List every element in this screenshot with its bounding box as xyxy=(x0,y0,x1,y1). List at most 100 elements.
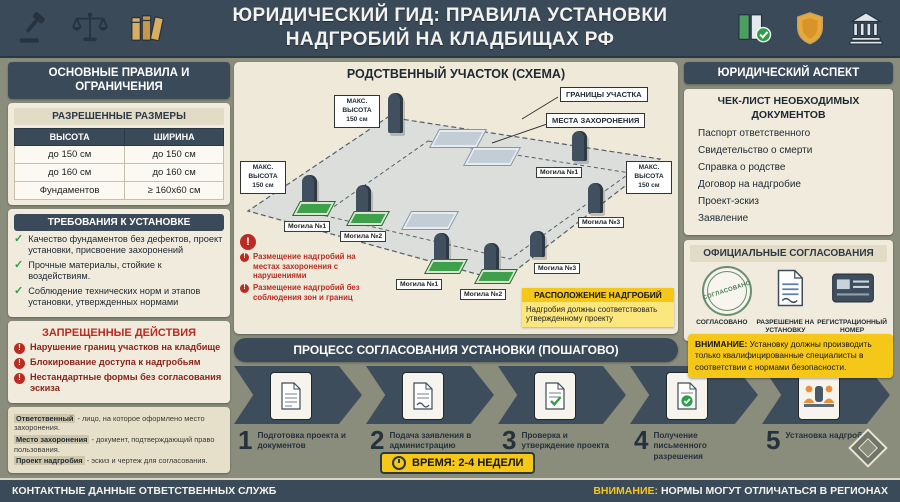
document-text: Паспорт ответственного xyxy=(698,127,811,139)
definition-text: - эскиз и чертеж для согласования. xyxy=(86,456,208,466)
exclamation-icon xyxy=(14,357,25,369)
sizes-cell: до 160 см xyxy=(124,162,224,182)
sizes-cell: ≥ 160x60 см xyxy=(124,180,224,200)
requirement-text: Качество фундаментов без дефектов, проек… xyxy=(28,233,223,256)
definition-term: Место захоронения xyxy=(14,435,90,444)
exclamation-icon xyxy=(14,342,25,354)
violation-item: Размещение надгробий на местах захоронен… xyxy=(240,252,382,281)
document-text: Заявление xyxy=(698,212,749,224)
tombstone xyxy=(530,231,545,257)
scheme-title: РОДСТВЕННЫЙ УЧАСТОК (СХЕМА) xyxy=(346,67,566,81)
page-header: ЮРИДИЧЕСКИЙ ГИД: ПРАВИЛА УСТАНОВКИ НАДГР… xyxy=(0,0,900,58)
list-item: Блокирование доступа к надгробьям xyxy=(14,357,224,369)
check-icon xyxy=(14,234,23,257)
plot-borders-callout: ГРАНИЦЫ УЧАСТКА xyxy=(560,87,648,102)
sizes-cell: до 150 см xyxy=(124,144,224,164)
list-item: Справка о родстве xyxy=(692,162,885,174)
process-step-2: 2 Подача заявления в администрацию xyxy=(366,366,498,468)
warning-exclamation-icon xyxy=(240,234,256,250)
approval-label: СОГЛАСОВАНО xyxy=(696,318,748,326)
tombstone xyxy=(572,131,587,161)
grave-slab xyxy=(428,129,488,148)
official-approvals-panel: ОФИЦИАЛЬНЫЕ СОГЛАСОВАНИЯ СОГЛАСОВАНО СОГ… xyxy=(684,239,893,341)
step-label: Проверка и утверждение проекта xyxy=(521,431,610,451)
list-item: Нарушение границ участков на кладбище xyxy=(14,342,224,354)
sizes-table: ВЫСОТА ШИРИНА до 150 см до 150 см до 160… xyxy=(13,127,224,200)
step-number: 5 xyxy=(766,425,781,455)
requirements-list: Качество фундаментов без дефектов, проек… xyxy=(14,234,224,309)
list-item: Прочные материалы, стойкие к воздействия… xyxy=(14,260,224,283)
approved-documents-icon xyxy=(732,8,776,48)
document-icon xyxy=(270,372,312,420)
attention-title: ВНИМАНИЕ: xyxy=(695,339,748,349)
grave-slab xyxy=(400,211,460,230)
definitions-panel: Ответственный - лицо, на которое оформле… xyxy=(8,406,230,473)
max-height-label: МАКС. ВЫСОТА 150 см xyxy=(240,161,286,194)
definition-text: - лицо, на которое оформлено место захор… xyxy=(14,413,205,433)
grave-slab xyxy=(462,147,522,166)
gavel-icon xyxy=(12,8,56,48)
table-row: до 160 см до 160 см xyxy=(13,162,224,182)
tombstone xyxy=(356,185,371,213)
permit-document-icon xyxy=(776,269,806,312)
step-meta: 4 Получение письменного разрешения xyxy=(634,427,749,462)
process-step-1: 1 Подготовка проекта и документов xyxy=(234,366,366,468)
attention-text: Установку должны производить только квал… xyxy=(695,339,872,372)
allowed-sizes-header: РАЗРЕШЕННЫЕ РАЗМЕРЫ xyxy=(14,107,224,125)
step-meta: 3 Проверка и утверждение проекта xyxy=(502,427,617,453)
checklist-header: ЧЕК-ЛИСТ НЕОБХОДИМЫХ ДОКУМЕНТОВ xyxy=(717,95,860,122)
definition: Проект надгробия - эскиз и чертеж для со… xyxy=(14,456,224,466)
table-row: до 150 см до 150 см xyxy=(13,144,224,164)
tombstone xyxy=(484,243,499,271)
requirements-panel: ТРЕБОВАНИЯ К УСТАНОВКЕ Качество фундамен… xyxy=(8,208,230,317)
step-label: Установка надгробия xyxy=(785,431,873,440)
check-icon xyxy=(14,286,23,309)
placement-note-text: Надгробия должны соответствовать утвержд… xyxy=(522,301,674,327)
list-item: Свидетельство о смерти xyxy=(692,145,885,157)
document-text: Договор на надгробие xyxy=(698,178,801,190)
violation-text: Размещение надгробий на местах захоронен… xyxy=(253,252,356,281)
document-text: Проект-эскиз xyxy=(698,195,759,207)
clock-icon xyxy=(392,456,406,470)
grave-label: Могила №1 xyxy=(284,221,331,232)
installation-workers-icon xyxy=(798,372,840,420)
left-main-header: ОСНОВНЫЕ ПРАВИЛА И ОГРАНИЧЕНИЯ xyxy=(8,62,230,99)
requirements-header: ТРЕБОВАНИЯ К УСТАНОВКЕ xyxy=(14,213,224,231)
burial-places-callout: МЕСТА ЗАХОРОНЕНИЯ xyxy=(546,113,646,128)
prohibited-header: ЗАПРЕЩЕННЫЕ ДЕЙСТВИЯ xyxy=(41,326,197,339)
documents-checklist-panel: ЧЕК-ЛИСТ НЕОБХОДИМЫХ ДОКУМЕНТОВ Паспорт … xyxy=(684,89,893,235)
time-badge: ВРЕМЯ: 2-4 НЕДЕЛИ xyxy=(380,452,536,474)
definition: Ответственный - лицо, на которое оформле… xyxy=(14,413,224,433)
step-meta: 5 Установка надгробия xyxy=(766,425,881,455)
grave-label: Могила №3 xyxy=(534,263,581,274)
sizes-cell: до 150 см xyxy=(13,144,126,164)
exclamation-icon xyxy=(240,253,249,262)
documents-list: Паспорт ответственного Свидетельство о с… xyxy=(690,128,887,225)
grave-label: Могила №2 xyxy=(460,289,507,300)
grave-label: Могила №1 xyxy=(536,167,583,178)
prohibited-text: Блокирование доступа к надгробьям xyxy=(30,356,201,367)
page-title-line2: НАДГРОБИЙ НА КЛАДБИЩАХ РФ xyxy=(285,29,615,50)
process-step-4: 4 Получение письменного разрешения xyxy=(630,366,762,468)
check-icon xyxy=(14,260,23,283)
family-plot-scheme-panel: РОДСТВЕННЫЙ УЧАСТОК (СХЕМА) xyxy=(234,62,678,334)
approval-label: РАЗРЕШЕНИЕ НА УСТАНОВКУ xyxy=(756,318,815,335)
document-text: Свидетельство о смерти xyxy=(698,144,813,156)
header-left-icons xyxy=(12,8,168,48)
checklist-document-icon xyxy=(534,372,576,420)
legal-aspect-header: ЮРИДИЧЕСКИЙ АСПЕКТ xyxy=(684,62,893,85)
prohibited-list: Нарушение границ участков на кладбище Бл… xyxy=(14,342,224,395)
tombstone xyxy=(434,233,449,261)
list-item: Заявление xyxy=(692,213,885,225)
right-column: ЮРИДИЧЕСКИЙ АСПЕКТ ЧЕК-ЛИСТ НЕОБХОДИМЫХ … xyxy=(684,62,893,341)
tombstone xyxy=(388,93,403,133)
list-item: Паспорт ответственного xyxy=(692,128,885,140)
grave-label: Могила №2 xyxy=(340,231,387,242)
footer-warning: ВНИМАНИЕ: НОРМЫ МОГУТ ОТЛИЧАТЬСЯ В РЕГИО… xyxy=(593,485,888,497)
sizes-cell: Фундаментов xyxy=(13,180,126,200)
requirement-text: Прочные материалы, стойкие к воздействия… xyxy=(28,259,162,282)
step-number: 1 xyxy=(238,425,253,455)
page-footer: КОНТАКТНЫЕ ДАННЫЕ ОТВЕТСТВЕННЫХ СЛУЖБ ВН… xyxy=(0,478,900,502)
step-meta: 2 Подача заявления в администрацию xyxy=(370,427,485,453)
requirement-text: Соблюдение технических норм и этапов уст… xyxy=(28,285,201,308)
